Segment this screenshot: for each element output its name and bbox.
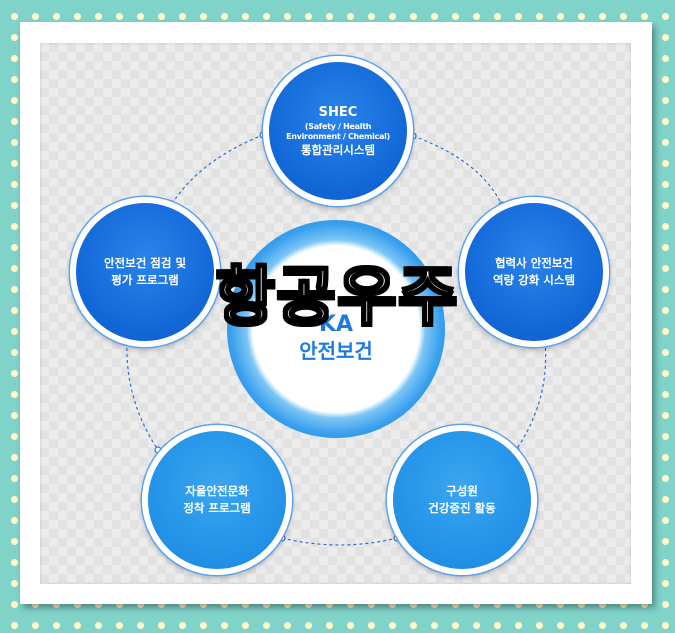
node-shec-subtitle: (Safety / Health Environment / Chemical): [286, 121, 390, 141]
center-circle: KA 안전보건: [263, 256, 409, 402]
node-culture-label: 자율안전문화 정착 프로그램: [183, 484, 251, 515]
node-health-label: 구성원 건강증진 활동: [428, 484, 496, 515]
connector-top-right: [412, 135, 503, 206]
node-partner-label: 협력사 안전보건 역량 강화 시스템: [492, 256, 576, 287]
connector-right-bottomright: [515, 341, 547, 451]
center-ring: KA 안전보건: [227, 220, 445, 438]
node-safety-culture: 자율안전문화 정착 프로그램: [142, 425, 292, 575]
center-label: 안전보건: [299, 339, 373, 363]
node-inspection-program: 안전보건 점검 및 평가 프로그램: [70, 197, 220, 347]
node-partner-safety: 협력사 안전보건 역량 강화 시스템: [459, 197, 609, 347]
node-shec: SHEC (Safety / Health Environment / Chem…: [263, 56, 413, 206]
node-shec-title: SHEC: [318, 104, 358, 120]
node-inspection-label: 안전보건 점검 및 평가 프로그램: [103, 256, 187, 287]
node-shec-label: 통합관리시스템: [300, 142, 376, 157]
center-logo: KA: [318, 312, 354, 337]
watermark-text: 항공우주: [214, 261, 460, 336]
connector-left-bottomleft: [126, 341, 159, 451]
node-health-activity: 구성원 건강증진 활동: [387, 425, 537, 575]
connector-bottom: [281, 537, 398, 546]
connector-left-top: [171, 134, 264, 205]
